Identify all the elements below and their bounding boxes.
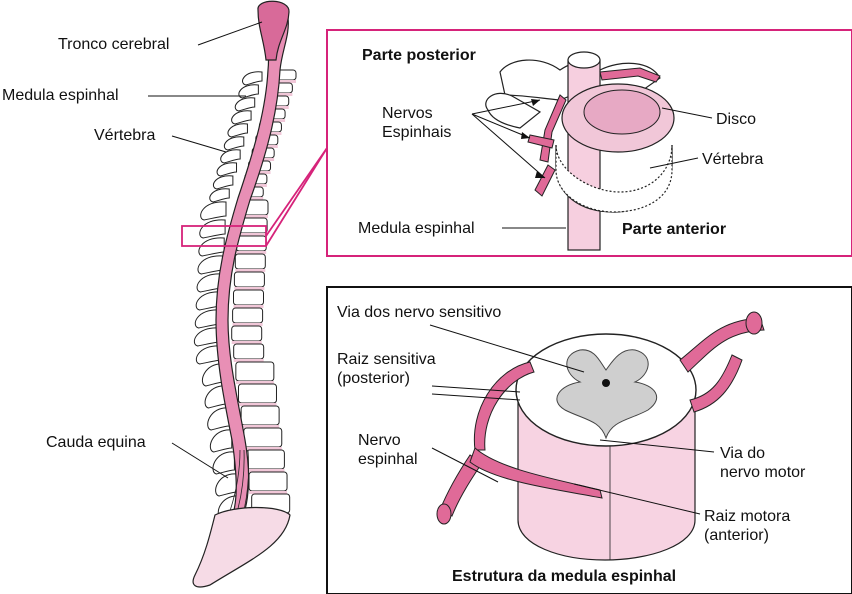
motor-path-label-line1: Via do [720, 445, 766, 462]
nerves-label-line1: Nervos [382, 105, 433, 122]
spinous-process-0 [242, 71, 263, 86]
posterior-label: Parte posterior [362, 47, 476, 64]
motor-root-label-line2: (anterior) [704, 527, 769, 544]
disc-13 [235, 269, 266, 272]
vertebra-label: Vértebra [94, 127, 156, 144]
vertebra-body-19 [235, 361, 275, 382]
detail-spinal-nerves [527, 67, 661, 197]
anterior-label: Parte anterior [622, 221, 727, 238]
cord-cylinder-shape [517, 399, 696, 561]
vertebra-body-18 [233, 343, 265, 360]
spine-illustration [148, 0, 328, 588]
spinous-process-1 [238, 84, 259, 99]
disc-1 [270, 93, 293, 96]
spinous-process-6 [220, 149, 241, 164]
disc-22 [243, 447, 282, 450]
spinous-process-10 [200, 201, 227, 221]
spinal-cord-structure-panel [326, 286, 852, 594]
cauda-equina-label: Cauda equina [46, 434, 146, 451]
spinous-process-21 [207, 407, 230, 431]
spinous-process-7 [216, 162, 238, 177]
disc-8 [244, 184, 267, 187]
nerve-arrowheads [521, 99, 545, 178]
spinous-process-11 [199, 219, 226, 239]
spinous-process-24 [215, 473, 238, 497]
detail-spinal-cord-label: Medula espinhal [358, 220, 475, 237]
vertebra-body-14 [233, 271, 265, 288]
sensory-root-label-line2: (posterior) [337, 370, 410, 387]
structure-title: Estrutura da medula espinhal [452, 568, 677, 585]
disc-18 [233, 359, 264, 362]
spinous-process-22 [209, 429, 233, 453]
disc-21 [241, 425, 280, 428]
detail-leader-lines [471, 99, 713, 229]
vertebra-body-24 [248, 471, 288, 492]
spinous-process-23 [212, 451, 235, 475]
disc-3 [263, 119, 286, 122]
sensory-root-label-line1: Raiz sensitiva [337, 351, 436, 368]
nerves-label-line2: Espinhais [382, 124, 452, 141]
structure-leader-lines [429, 324, 715, 515]
vertebra-body-23 [245, 449, 285, 470]
vertebra-body-13 [234, 253, 266, 270]
brainstem-label: Tronco cerebral [58, 36, 170, 53]
spine-leader-lines [148, 21, 263, 479]
grey-matter-shape [556, 349, 658, 440]
spinous-process-8 [212, 175, 234, 190]
disc-label: Disco [716, 111, 757, 128]
vertebra-body-12 [235, 235, 267, 252]
sensory-path-label: Via dos nervo sensitivo [337, 304, 502, 321]
disc-9 [241, 197, 264, 200]
spinal-nerve-label-line1: Nervo [358, 432, 401, 449]
nerve-roots [436, 311, 765, 525]
vertebra-body-15 [233, 289, 264, 306]
disc-17 [231, 341, 262, 344]
disc-24 [249, 491, 288, 494]
spinous-process-4 [227, 123, 248, 138]
disc-14 [234, 287, 265, 290]
vertebra-body-20 [237, 383, 277, 404]
vertebra-body-16 [232, 307, 264, 324]
vertebra-body-22 [243, 427, 283, 448]
disc-11 [237, 233, 268, 236]
disc-0 [274, 80, 296, 83]
spinous-process-3 [231, 110, 252, 125]
brainstem-shape [257, 0, 290, 61]
spinous-process-5 [223, 136, 245, 151]
spinous-process-2 [234, 97, 256, 112]
motor-path-label-line2: nervo motor [720, 464, 806, 481]
spinous-process-20 [204, 385, 227, 409]
spinous-process-9 [209, 188, 230, 203]
sacrum-shape [192, 506, 291, 588]
motor-root-label-line1: Raiz motora [704, 508, 791, 525]
disc-15 [233, 305, 264, 308]
spinous-process-12 [198, 237, 225, 257]
vertebra-detail-panel [326, 29, 852, 257]
disc-2 [266, 106, 289, 109]
spinal-cord-label: Medula espinhal [2, 87, 119, 104]
disc-23 [246, 469, 285, 472]
spinal-nerve-label-line2: espinhal [358, 451, 418, 468]
disc-10 [238, 215, 268, 218]
disc-20 [238, 403, 277, 406]
vertebra-body-21 [240, 405, 280, 426]
disc-12 [236, 251, 267, 254]
disc-16 [232, 323, 263, 326]
detail-vertebra-label: Vértebra [702, 151, 764, 168]
vertebra-body-17 [231, 325, 263, 342]
disc-19 [235, 381, 274, 384]
